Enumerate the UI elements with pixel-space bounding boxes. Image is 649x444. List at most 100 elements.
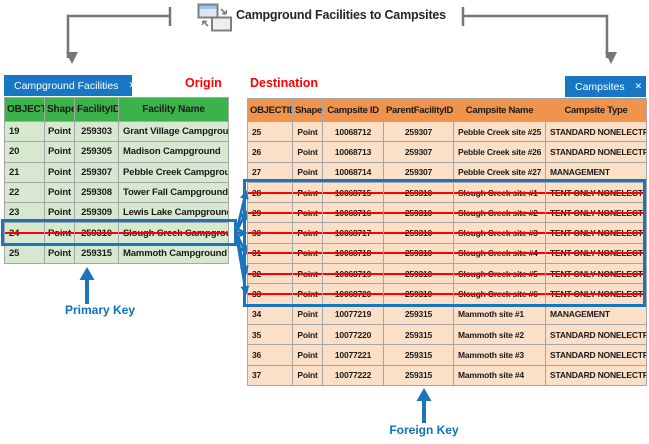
cell: 10077222 <box>322 364 384 386</box>
cell: 259307 <box>383 120 454 143</box>
origin-table-tab[interactable]: Campground Facilities ✕ <box>4 75 136 96</box>
cell: 10068714 <box>322 161 384 183</box>
cell: Mammoth site #1 <box>453 303 546 325</box>
close-icon[interactable]: ✕ <box>128 80 137 90</box>
cell: STANDARD NONELECTRIC <box>545 120 647 143</box>
column-header: Campsite Type <box>545 98 647 122</box>
cell: 259305 <box>74 141 119 163</box>
cell: Point <box>292 283 323 305</box>
cell: 37 <box>247 364 293 386</box>
cell: 20 <box>4 141 45 163</box>
cell: 24 <box>4 222 45 244</box>
cell: Slough Creek site #6 <box>453 283 546 305</box>
cell: Point <box>292 263 323 285</box>
cell: 19 <box>4 120 45 143</box>
cell: STANDARD NONELECTRIC <box>545 323 647 346</box>
cell: Pebble Creek site #25 <box>453 120 546 143</box>
cell: Point <box>292 181 323 204</box>
column-header: ParentFacilityID <box>383 98 454 122</box>
column-header: OBJECTID <box>247 98 293 122</box>
cell: TENT ONLY NONELECTRIC <box>545 263 647 285</box>
close-icon[interactable]: ✕ <box>634 81 643 91</box>
cell: 259315 <box>383 364 454 386</box>
destination-table-tab[interactable]: Campsites ✕ <box>565 76 646 97</box>
cell: 10077220 <box>322 323 384 346</box>
cell: 259315 <box>383 303 454 325</box>
cell: Mammoth site #3 <box>453 344 546 366</box>
cell: Point <box>292 364 323 386</box>
origin-label: Origin <box>185 76 222 90</box>
cell: 259310 <box>383 283 454 305</box>
cell: Point <box>44 120 75 143</box>
cell: 259307 <box>383 141 454 163</box>
cell: Point <box>44 222 75 244</box>
cell: Point <box>292 222 323 244</box>
cell: Point <box>292 323 323 346</box>
cell: 259310 <box>383 202 454 224</box>
cell: 259310 <box>74 222 119 244</box>
cell: STANDARD NONELECTRIC <box>545 141 647 163</box>
cell: Slough Creek site #5 <box>453 263 546 285</box>
cell: Slough Creek Campground <box>118 222 229 244</box>
cell: 259309 <box>74 202 119 224</box>
cell: Point <box>44 242 75 265</box>
cell: Mammoth site #4 <box>453 364 546 386</box>
cell: 28 <box>247 181 293 204</box>
cell: 259308 <box>74 181 119 204</box>
cell: 10068720 <box>322 283 384 305</box>
cell: MANAGEMENT <box>545 161 647 183</box>
origin-table: OBJECTIDShapeFacilityIDFacility Name19Po… <box>4 97 229 265</box>
cell: 259315 <box>383 344 454 366</box>
cell: Madison Campground <box>118 141 229 163</box>
primary-key-arrow <box>79 267 95 304</box>
cell: 10077219 <box>322 303 384 325</box>
cell: 259310 <box>383 242 454 265</box>
cell: 36 <box>247 344 293 366</box>
column-header: Shape <box>44 97 75 122</box>
cell: 259315 <box>383 323 454 346</box>
cell: 259315 <box>74 242 119 265</box>
cell: Point <box>292 202 323 224</box>
cell: 25 <box>4 242 45 265</box>
column-header: Shape <box>292 98 323 122</box>
cell: 29 <box>247 202 293 224</box>
cell: Point <box>292 303 323 325</box>
column-header: Facility Name <box>118 97 229 122</box>
cell: Point <box>292 120 323 143</box>
cell: Point <box>292 161 323 183</box>
cell: Slough Creek site #1 <box>453 181 546 204</box>
cell: Slough Creek site #3 <box>453 222 546 244</box>
cell: Slough Creek site #2 <box>453 202 546 224</box>
cell: 10068715 <box>322 181 384 204</box>
cell: Point <box>292 242 323 265</box>
cell: TENT ONLY NONELECTRIC <box>545 202 647 224</box>
cell: Lewis Lake Campground <box>118 202 229 224</box>
cell: 35 <box>247 323 293 346</box>
cell: 34 <box>247 303 293 325</box>
cell: MANAGEMENT <box>545 303 647 325</box>
cell: Point <box>44 161 75 183</box>
relationship-fan-arrows <box>234 190 250 295</box>
